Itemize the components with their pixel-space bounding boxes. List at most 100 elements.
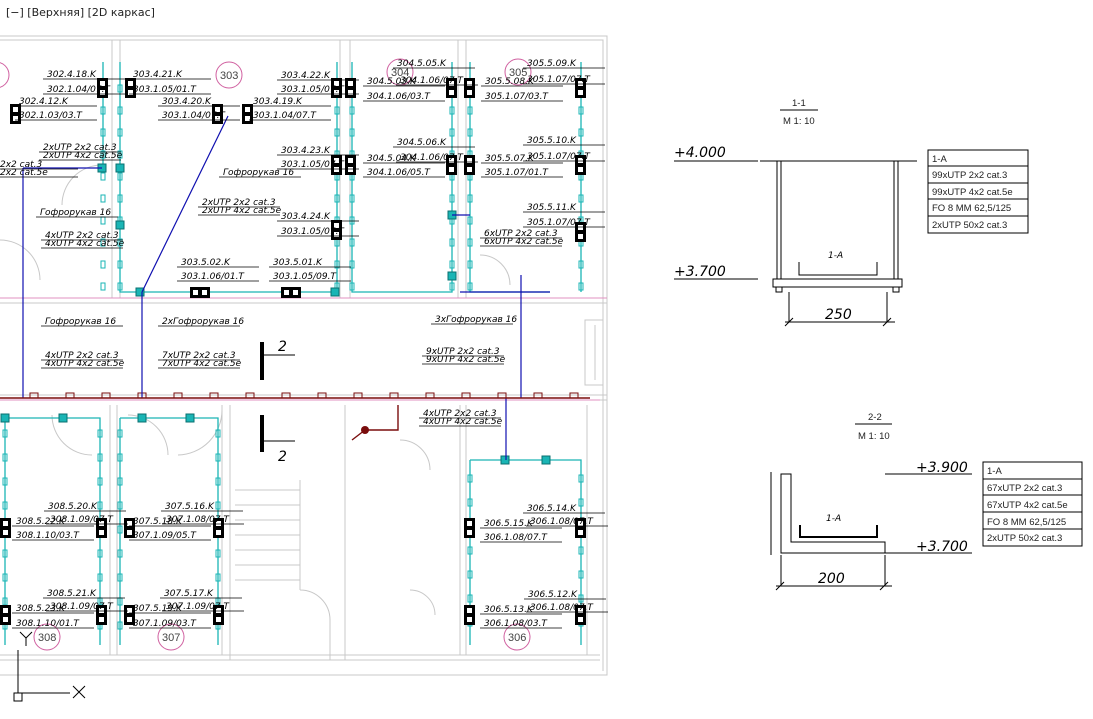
section-mark-2-upper bbox=[260, 342, 295, 380]
plan-label: 304.5.06.K bbox=[397, 138, 447, 148]
section-2-tray-label: 1-А bbox=[826, 514, 841, 524]
network-outlet-icon bbox=[464, 78, 475, 98]
plan-label: 305.1.07/07.T bbox=[527, 218, 591, 228]
plan-label: 303.4.24.K bbox=[281, 212, 331, 222]
table-cell: 1-А bbox=[987, 466, 1002, 477]
section-mark-label: 2 bbox=[278, 339, 287, 355]
plan-label: 2xUTP 4x2 cat.5e bbox=[202, 206, 282, 216]
plan-label: Гофрорукав 16 bbox=[45, 317, 116, 327]
network-outlet-icon bbox=[575, 222, 586, 242]
plan-label: 4xUTP 2x2 cat.3 bbox=[45, 231, 119, 241]
network-outlet-icon bbox=[124, 605, 135, 625]
table-cell: 99xUTP 2x2 cat.3 bbox=[932, 170, 1007, 181]
plan-label: 304.1.06/05.T bbox=[367, 168, 431, 178]
plan-label: 307.5.16.K bbox=[165, 502, 215, 512]
section-1-scale: М 1: 10 bbox=[783, 116, 815, 127]
network-outlet-icon bbox=[345, 78, 356, 98]
network-outlets bbox=[0, 78, 586, 625]
network-outlet-icon bbox=[213, 518, 224, 538]
plan-label: 304.5.04.K bbox=[367, 154, 417, 164]
network-outlet-icon bbox=[446, 78, 457, 98]
network-outlet-icon bbox=[96, 518, 107, 538]
plan-label: 9xUTP 2x2 cat.3 bbox=[426, 347, 500, 357]
network-outlet-icon bbox=[464, 605, 475, 625]
viewport-controls-label[interactable]: [−] [Верхняя] [2D каркас] bbox=[6, 6, 155, 19]
plan-label: 305.5.11.K bbox=[527, 203, 577, 213]
section-mark-2-lower bbox=[260, 415, 295, 452]
plan-label: 303.5.01.K bbox=[273, 258, 323, 268]
section-1-cable-table: 1-А 99xUTP 2x2 cat.3 99xUTP 4x2 cat.5e F… bbox=[927, 149, 1029, 234]
plan-label: 306.5.15.K bbox=[484, 519, 534, 529]
network-outlet-icon bbox=[575, 605, 586, 625]
room-number-307: 307 bbox=[162, 632, 180, 644]
section-2-title: 2-2 bbox=[868, 412, 882, 423]
plan-label: 308.5.21.K bbox=[47, 589, 97, 599]
plan-label: 303.1.06/01.T bbox=[181, 272, 245, 282]
section-2-width-dimension: 200 bbox=[818, 571, 845, 587]
network-outlet-icon bbox=[212, 104, 223, 124]
section-mark-label: 2 bbox=[278, 449, 287, 465]
plan-label: 308.5.22.K bbox=[16, 517, 66, 527]
room-number-308: 308 bbox=[38, 632, 56, 644]
plan-label: 305.5.10.K bbox=[527, 136, 577, 146]
section-2-tray-drawing bbox=[770, 472, 892, 591]
network-outlet-icon bbox=[0, 518, 11, 538]
plan-labels: 302.4.18.K302.1.04/07.T302.4.12.K302.1.0… bbox=[0, 59, 608, 629]
network-outlet-icon bbox=[464, 155, 475, 175]
network-outlet-icon bbox=[446, 155, 457, 175]
network-outlet-icon bbox=[464, 518, 475, 538]
plan-label: 7xUTP 2x2 cat.3 bbox=[162, 351, 236, 361]
plan-label: Гофрорукав 16 bbox=[223, 168, 294, 178]
plan-label: 4xUTP 2x2 cat.3 bbox=[423, 409, 497, 419]
plan-label: 305.5.09.K bbox=[527, 59, 577, 69]
floor-outlet-icon bbox=[281, 287, 301, 298]
route-device bbox=[351, 405, 399, 441]
plan-label: 303.4.20.K bbox=[162, 97, 212, 107]
section-1-level-bottom: +3.700 bbox=[674, 264, 726, 280]
section-2-level-top: +3.900 bbox=[916, 460, 968, 476]
plan-label: 303.1.04/07.T bbox=[162, 111, 226, 121]
plan-label: 303.1.05/01.T bbox=[133, 85, 197, 95]
room-number-306: 306 bbox=[508, 632, 526, 644]
plan-label: 304.1.06/07.T bbox=[400, 153, 464, 163]
table-cell: 67xUTP 4x2 cat.5e bbox=[987, 500, 1068, 511]
conduits bbox=[22, 115, 550, 460]
plan-label: 304.5.05.K bbox=[397, 59, 447, 69]
plan-label: 306.1.08/03.T bbox=[484, 619, 548, 629]
plan-label: 305.1.07/07.T bbox=[527, 152, 591, 162]
plan-label: 6xUTP 4x2 cat.5e bbox=[484, 237, 564, 247]
section-1-width-dimension: 250 bbox=[825, 307, 852, 323]
room-number-303: 303 bbox=[220, 70, 238, 82]
network-outlet-icon bbox=[125, 78, 136, 98]
plan-label: 303.5.02.K bbox=[181, 258, 231, 268]
plan-label: 303.1.04/07.T bbox=[253, 111, 317, 121]
table-cell: 99xUTP 4x2 cat.5e bbox=[932, 187, 1013, 198]
table-cell: FO 8 MM 62,5/125 bbox=[987, 517, 1066, 528]
plan-label: 302.1.03/03.T bbox=[19, 111, 83, 121]
plan-label: 4xUTP 4x2 cat.5e bbox=[45, 239, 125, 249]
plan-label: 4xUTP 4x2 cat.5e bbox=[423, 417, 503, 427]
network-outlet-icon bbox=[213, 605, 224, 625]
plan-label: 302.1.04/07.T bbox=[47, 85, 111, 95]
plan-label: 307.5.19.K bbox=[133, 604, 183, 614]
plan-label: 303.1.05/09.T bbox=[273, 272, 337, 282]
plan-label: 308.5.20.K bbox=[48, 502, 98, 512]
section-1-title: 1-1 bbox=[792, 98, 806, 109]
network-outlet-icon bbox=[575, 155, 586, 175]
table-cell: FO 8 MM 62,5/125 bbox=[932, 203, 1011, 214]
plan-label: 2xUTP 2x2 cat.3 bbox=[43, 143, 117, 153]
plan-label: 308.1.09/07.T bbox=[50, 515, 114, 525]
plan-label: 4xUTP 4x2 cat.5e bbox=[45, 359, 125, 369]
plan-label: 3xГофрорукав 16 bbox=[435, 315, 517, 325]
network-outlet-icon bbox=[124, 518, 135, 538]
section-2-level-bottom: +3.700 bbox=[916, 539, 968, 555]
plan-label: 303.4.19.K bbox=[253, 97, 303, 107]
network-outlet-icon bbox=[331, 78, 342, 98]
plan-label: 306.5.12.K bbox=[528, 590, 578, 600]
plan-label: 303.4.22.K bbox=[281, 71, 331, 81]
room-markers bbox=[0, 58, 532, 651]
plan-label: 303.1.05/07.T bbox=[281, 85, 345, 95]
plan-label: 305.5.07.K bbox=[485, 154, 535, 164]
plan-label: 304.1.06/07.T bbox=[400, 76, 464, 86]
